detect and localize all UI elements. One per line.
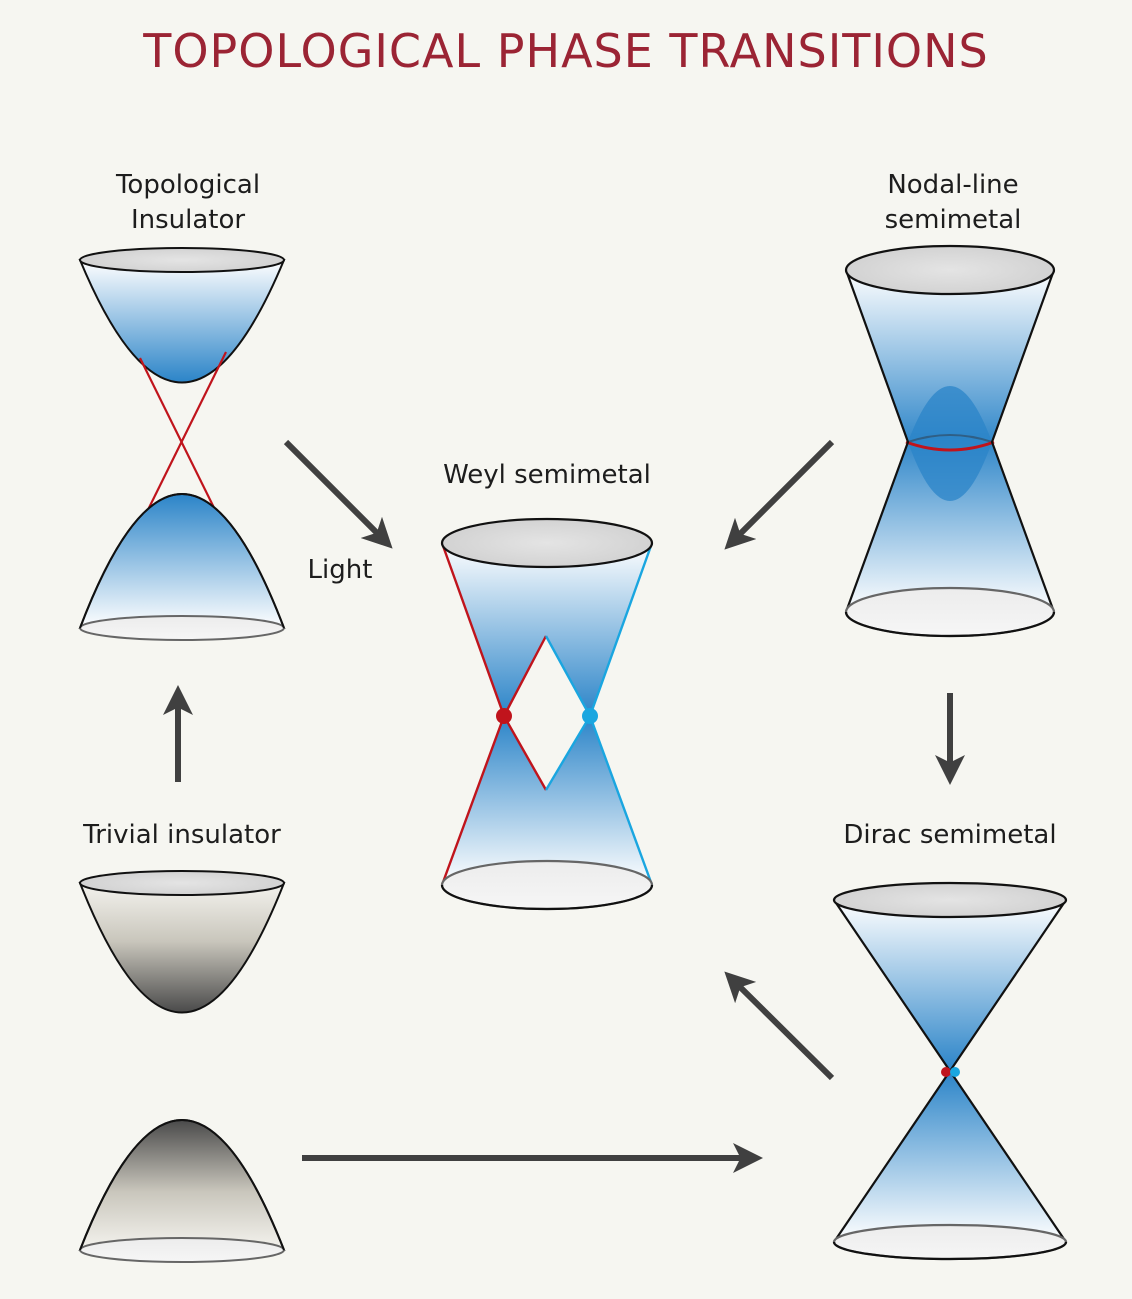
label-light: Light [307,555,373,585]
nodal-line-semimetal-bands [844,244,1056,638]
label-dirac-semimetal: Dirac semimetal [843,820,1057,850]
label-nl-line2: semimetal [884,205,1022,235]
label-ti-line1: Topological [115,170,261,200]
label-weyl-semimetal: Weyl semimetal [443,460,651,490]
ti-surface-state-line [137,351,227,531]
dirac-semimetal-bands [832,881,1068,1261]
transition-arrows [163,439,965,1173]
weyl-node-cyan [582,708,598,724]
ti-lower-base [79,615,285,641]
label-ti-line2: Insulator [130,205,246,235]
weyl-node-red [496,708,512,724]
topological-insulator-bands [78,247,286,641]
nl-inner-overlap [908,386,992,501]
label-nodal-line-semimetal: Nodal-line semimetal [853,168,1053,238]
dirac-top-cap [832,881,1068,919]
ti-upper-cap [79,247,285,273]
dirac-node-red [941,1067,951,1077]
trivial-lower-base [79,1237,285,1263]
nl-nodal-ring [905,440,995,452]
label-trivial-insulator: Trivial insulator [83,820,281,850]
arrow-nodal-to-weyl [724,439,835,550]
nl-upper-cone [846,270,1054,447]
weyl-semimetal-bands [440,517,654,911]
weyl-upper-cone [442,543,652,716]
arrow-ti-to-weyl [283,439,393,549]
page-title: TOPOLOGICAL PHASE TRANSITIONS [143,24,989,78]
label-topological-insulator: Topological Insulator [88,168,288,238]
trivial-insulator-bands [78,870,286,1263]
arrow-dirac-to-weyl [724,971,835,1081]
ti-surface-state-line [139,357,227,533]
weyl-lower-cone [442,716,652,885]
nl-top-cap [844,244,1056,296]
dirac-lower-cone [832,1069,1068,1244]
dirac-upper-cone [832,898,1068,1073]
nl-lower-cone [846,437,1054,612]
ti-upper-band [78,259,286,384]
weyl-top-cap [440,517,654,569]
trivial-upper-cap [79,870,285,896]
trivial-upper-band [78,882,286,1014]
dirac-node-cyan [950,1067,960,1077]
label-nl-line1: Nodal-line [887,170,1019,200]
